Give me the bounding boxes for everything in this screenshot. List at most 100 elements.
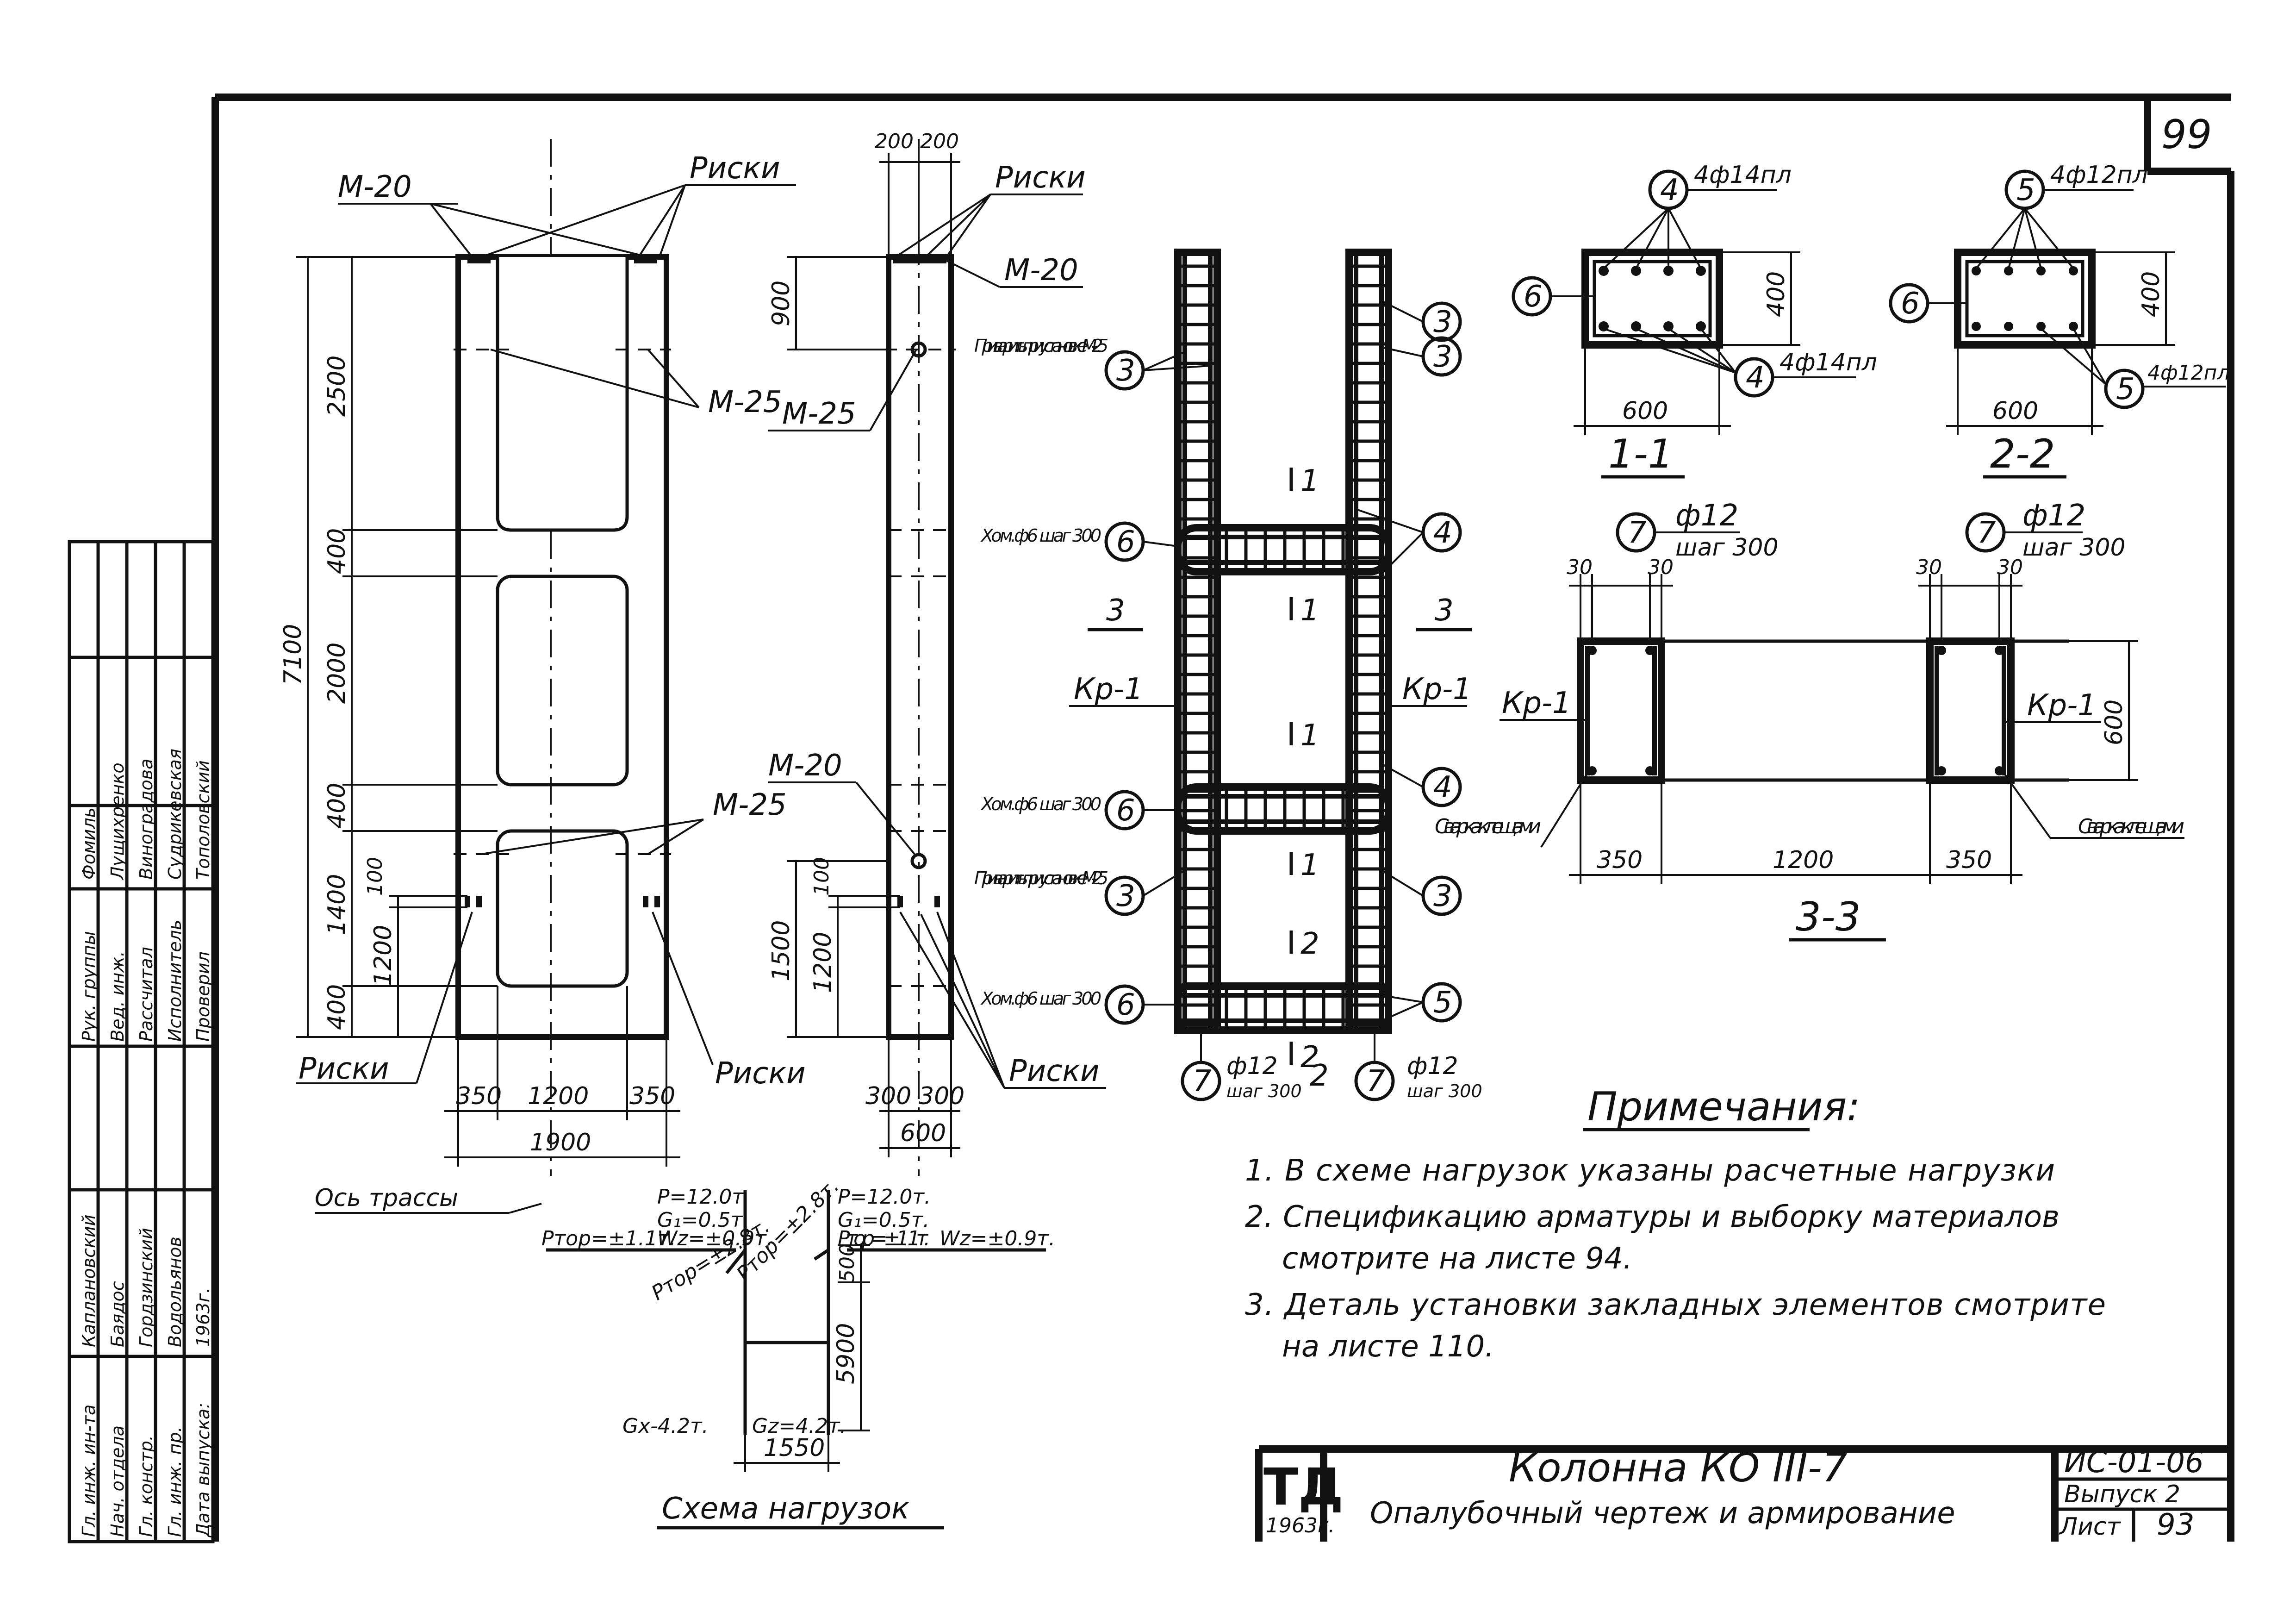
cut-1b: 1: [1300, 593, 1319, 628]
cut-1c: 1: [1300, 718, 1319, 753]
load-w-left: Wz=±0.9т.: [657, 1227, 773, 1250]
label-risks-elevation-right: Риски: [715, 1056, 806, 1091]
s22-title: 2-2: [1990, 431, 2055, 477]
s11-width: 600: [1622, 397, 1668, 425]
title-block: ТД 1963г. Колонна КО III-7 Опалубочный ч…: [1255, 1445, 2234, 1542]
stamp-name2-1: Фомиль: [79, 807, 99, 880]
pos-3-d: 3: [1116, 879, 1135, 913]
title-logo: ТД: [1263, 1457, 1344, 1517]
note-1: 1. В схеме нагрузок указаны расчетные на…: [1245, 1154, 2055, 1188]
s33-bar-left: ф12: [1675, 499, 1738, 533]
stamp-role2-1: Рук. группы: [79, 931, 99, 1042]
title-sheet-label: Лист: [2059, 1513, 2121, 1541]
stamp-role2-4: Исполнитель: [165, 920, 185, 1042]
stamp-name-5: 1963г.: [193, 1287, 213, 1347]
label-axis: Ось трассы: [315, 1184, 458, 1212]
s11-top-bars: 4ф14пл: [1694, 161, 1792, 189]
s33-edge-b: 30: [1648, 556, 1674, 579]
note-2a: 2. Спецификацию арматуры и выборку матер…: [1245, 1200, 2060, 1234]
stamp-name-3: Гордзинский: [136, 1228, 156, 1347]
s22-width: 600: [1992, 397, 2038, 425]
s33-kr-right: Кр-1: [2027, 688, 2097, 723]
pos-7-a: 7: [1193, 1064, 1212, 1099]
section-2-2: 5 4ф12пл 5 4ф12пл 6 400 600 2-2: [1889, 161, 2230, 479]
label-m25-elevation: М-25: [708, 385, 782, 419]
s22-height: 400: [2137, 271, 2165, 317]
side-dim-100: 100: [810, 857, 834, 896]
stamp-name2-4: Судрикевская: [165, 749, 185, 880]
weld-note-bottom-1: Приварить при установке М-25: [974, 868, 1108, 888]
s33-pos-left: 7: [1628, 516, 1647, 550]
kr-right: Кр-1: [1402, 672, 1472, 706]
s33-edge-d: 30: [1997, 556, 2023, 579]
cut-1a: 1: [1300, 464, 1319, 498]
stamp-name2-3: Виноградова: [136, 759, 156, 880]
dim-1400: 1400: [323, 874, 351, 935]
weld-note-top-1: Приварить при установке М-25: [974, 336, 1108, 356]
stamp-role-5: Дата выпуска:: [193, 1403, 213, 1538]
load-gz: Gz=4.2т.: [752, 1414, 846, 1438]
side-dim-900: 900: [767, 281, 795, 326]
stirrup-note-a: Хом.ф6 шаг 300: [980, 525, 1101, 546]
pos-6-b: 6: [1116, 793, 1135, 828]
side-label-m20-top: М-20: [1004, 253, 1078, 287]
note-3a: 3. Деталь установки закладных элементов …: [1245, 1288, 2106, 1322]
side-dim-600: 600: [900, 1119, 946, 1147]
pos-3-a: 3: [1116, 354, 1135, 388]
title-year: 1963г.: [1266, 1514, 1335, 1537]
title-sub: Опалубочный чертеж и армирование: [1370, 1496, 1955, 1530]
load-prop-y-right: Pтор=±1 1т.: [838, 1227, 930, 1250]
s33-edge-a: 30: [1567, 556, 1593, 579]
cut-3-left: 3: [1106, 593, 1125, 628]
dim-1200w: 1200: [528, 1082, 589, 1110]
load-w-right: Wz=±0.9т.: [940, 1227, 1055, 1250]
stamp-role-4: Гл. инж. пр.: [165, 1426, 185, 1537]
title-issue: Выпуск 2: [2064, 1480, 2180, 1508]
s33-w350b: 350: [1946, 846, 1992, 874]
s33-height: 600: [2100, 700, 2128, 745]
s33-weld-right: Сварка клещами: [2078, 815, 2184, 838]
side-dim-1500: 1500: [767, 920, 795, 981]
note-2b: смотрите на листе 94.: [1282, 1242, 1632, 1276]
bar-7-right: ф12: [1407, 1052, 1458, 1080]
cut-2a: 2: [1300, 927, 1319, 961]
stamp-name2-2: Лущихренко: [107, 762, 128, 881]
pos-4-a: 4: [1433, 516, 1452, 550]
notes-block: Примечания: 1. В схеме нагрузок указаны …: [1245, 1084, 2106, 1364]
label-m20-elevation: М-20: [338, 170, 412, 204]
label-m25-elevation-low: М-25: [713, 788, 787, 822]
stamp-role2-2: Вед. инж.: [107, 951, 128, 1042]
sheet-number: 99: [2161, 112, 2212, 158]
stamp-role-1: Гл. инж. ин-та: [79, 1405, 99, 1537]
s33-w350a: 350: [1597, 846, 1643, 874]
stirrups-right: [1350, 264, 1387, 1026]
s22-pos-top: 5: [2016, 173, 2035, 207]
notes-title: Примечания:: [1587, 1084, 1860, 1130]
s22-bottom-bars: 4ф12пл: [2147, 361, 2230, 385]
s22-pos-bottom: 5: [2116, 372, 2135, 406]
s33-step-left: шаг 300: [1675, 534, 1779, 562]
side-dim-1200: 1200: [809, 932, 837, 993]
dim-350b: 350: [629, 1082, 675, 1110]
pos-3-b: 3: [1433, 305, 1452, 339]
cut-3-right: 3: [1435, 593, 1454, 628]
cut-2b: 2: [1300, 1040, 1319, 1074]
s33-kr-left: Кр-1: [1502, 686, 1571, 720]
load-p-left: P=12.0т: [657, 1185, 744, 1209]
pos-6-c: 6: [1116, 988, 1135, 1022]
dim-400c: 400: [323, 984, 351, 1030]
title-code: ИС-01-06: [2064, 1445, 2204, 1480]
bar-7-right-step: шаг 300: [1407, 1081, 1482, 1101]
dim-400a: 400: [323, 528, 351, 574]
side-top-dims: 200 200: [875, 130, 959, 153]
s33-step-right: шаг 300: [2022, 534, 2126, 562]
pos-3-c: 3: [1433, 340, 1452, 374]
s11-pos-bottom: 4: [1746, 361, 1765, 395]
pos-5: 5: [1433, 986, 1452, 1020]
title-main: Колонна КО III-7: [1509, 1445, 1848, 1491]
label-risks-elevation-top: Риски: [690, 151, 780, 186]
stamp-name-1: Каплановский: [79, 1215, 99, 1347]
s11-title: 1-1: [1608, 431, 1673, 477]
column-side-view: 200 200 900 1500 100 1200 300 300 600: [767, 130, 1106, 1176]
load-scheme: 1550 500 5900 P=12.0т G₁=0.5т. Wz=±0.9т.…: [541, 1174, 1055, 1530]
